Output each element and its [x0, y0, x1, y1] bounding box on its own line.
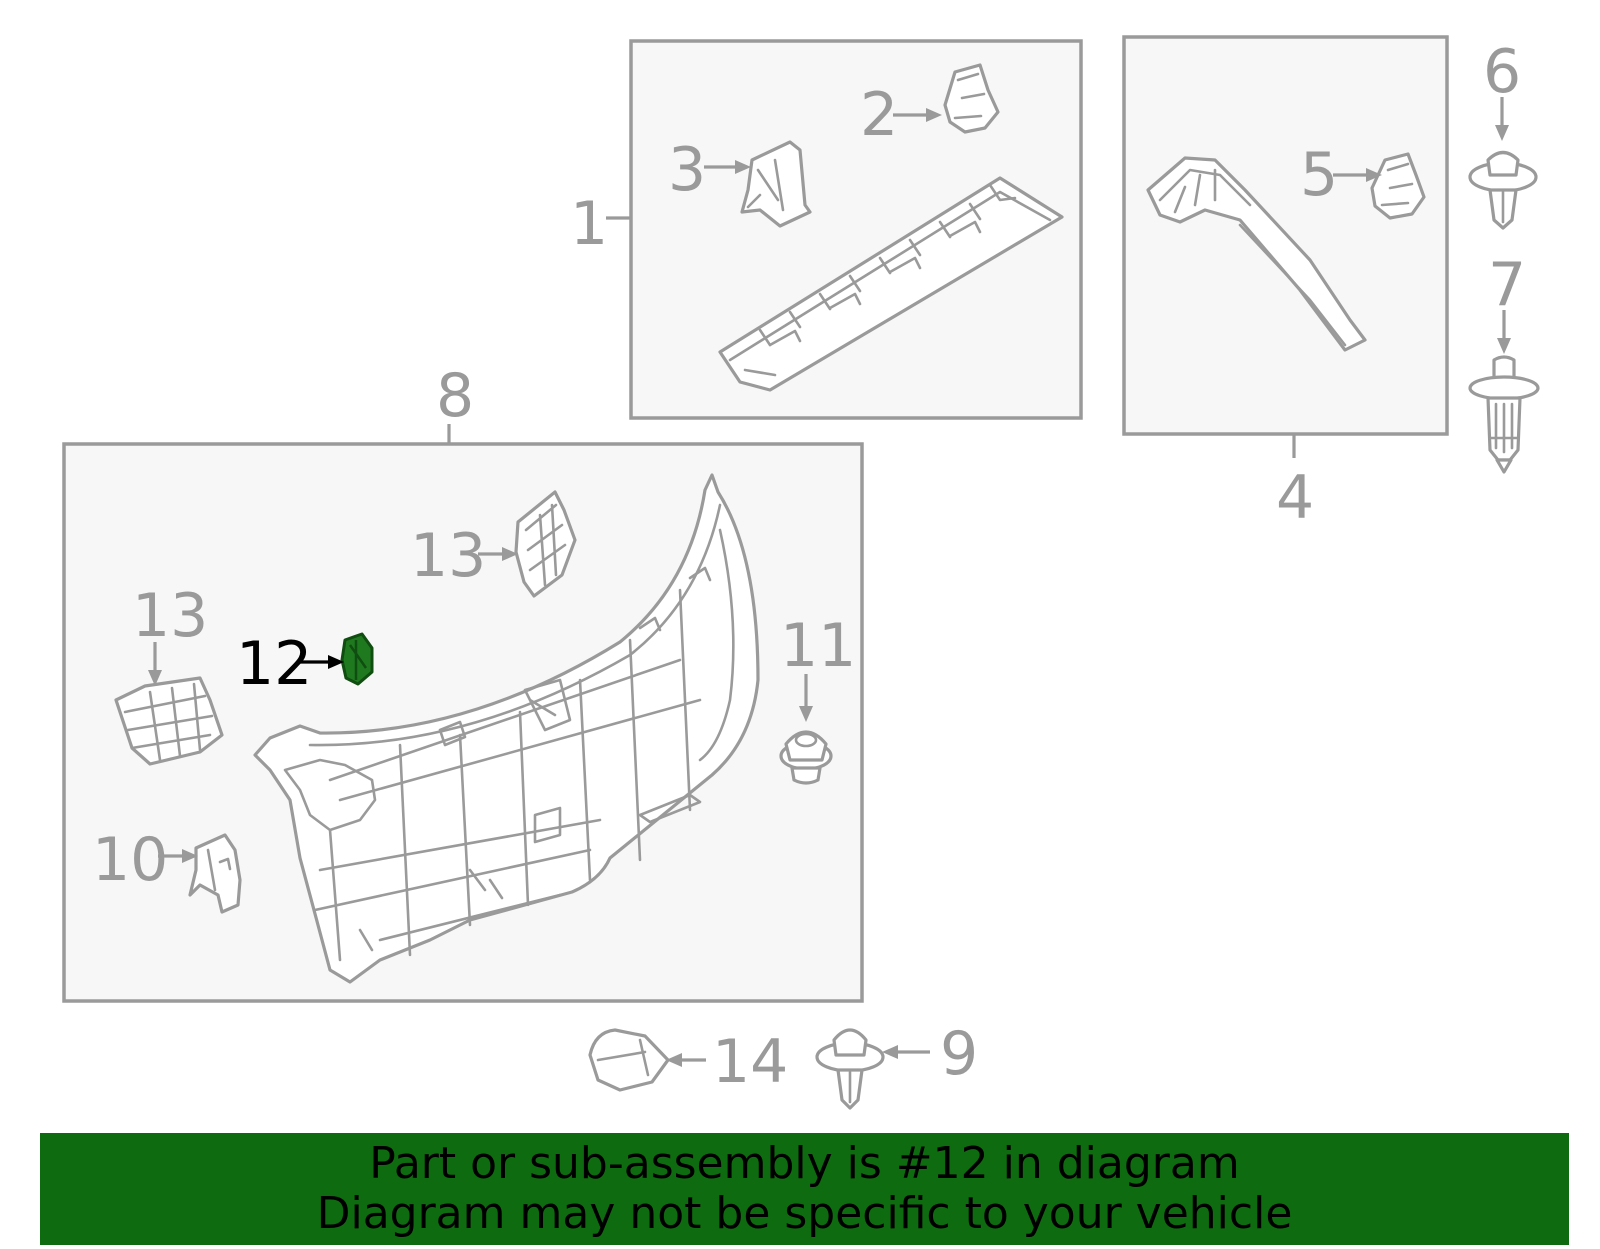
part-8-liftgate-trim-panel	[253, 473, 760, 984]
callout-3: 3	[668, 135, 706, 205]
assembly-box-8: 8 13 13	[62, 361, 864, 1003]
part-3-retainer	[740, 140, 812, 228]
part-14-cap	[588, 1028, 670, 1092]
part-12-highlighted-clip	[340, 632, 374, 686]
assembly-box-4: 4 5	[1122, 35, 1449, 533]
part-9-push-clip	[815, 1028, 885, 1110]
callout-4: 4	[1276, 463, 1314, 533]
callout-7: 7	[1488, 250, 1526, 320]
callout-13-upper: 13	[410, 521, 486, 591]
callout-9: 9	[940, 1019, 978, 1089]
part-11-grommet	[779, 730, 833, 785]
callout-2: 2	[860, 80, 898, 150]
part-7-rivet-clip: 7	[1468, 250, 1540, 474]
part-5-clip	[1370, 152, 1426, 220]
part-6-push-clip: 6	[1468, 37, 1538, 230]
assembly-box-1: 1 2 3	[570, 39, 1083, 420]
part-1-upper-trim	[718, 176, 1064, 392]
part-10-bracket	[188, 833, 242, 914]
callout-10: 10	[92, 825, 168, 895]
callout-14: 14	[712, 1027, 788, 1097]
part-13-upper-bracket	[514, 490, 577, 598]
callout-13-lower: 13	[132, 581, 208, 651]
callout-6: 6	[1483, 37, 1521, 107]
part-2-clip	[943, 63, 1000, 134]
banner-line-2: Diagram may not be specific to your vehi…	[316, 1188, 1293, 1239]
part-4-pillar-trim	[1146, 156, 1367, 352]
banner-line-1: Part or sub-assembly is #12 in diagram	[369, 1138, 1240, 1189]
callout-5: 5	[1300, 140, 1338, 210]
parts-diagram: 1 2 3 4 5 6 7	[62, 35, 1540, 1110]
callout-12: 12	[236, 629, 312, 699]
callout-1: 1	[570, 189, 608, 259]
info-banner: Part or sub-assembly is #12 in diagram D…	[40, 1133, 1569, 1245]
part-13-lower-bracket	[114, 676, 224, 766]
callout-8: 8	[436, 361, 474, 431]
callout-11: 11	[780, 611, 856, 681]
